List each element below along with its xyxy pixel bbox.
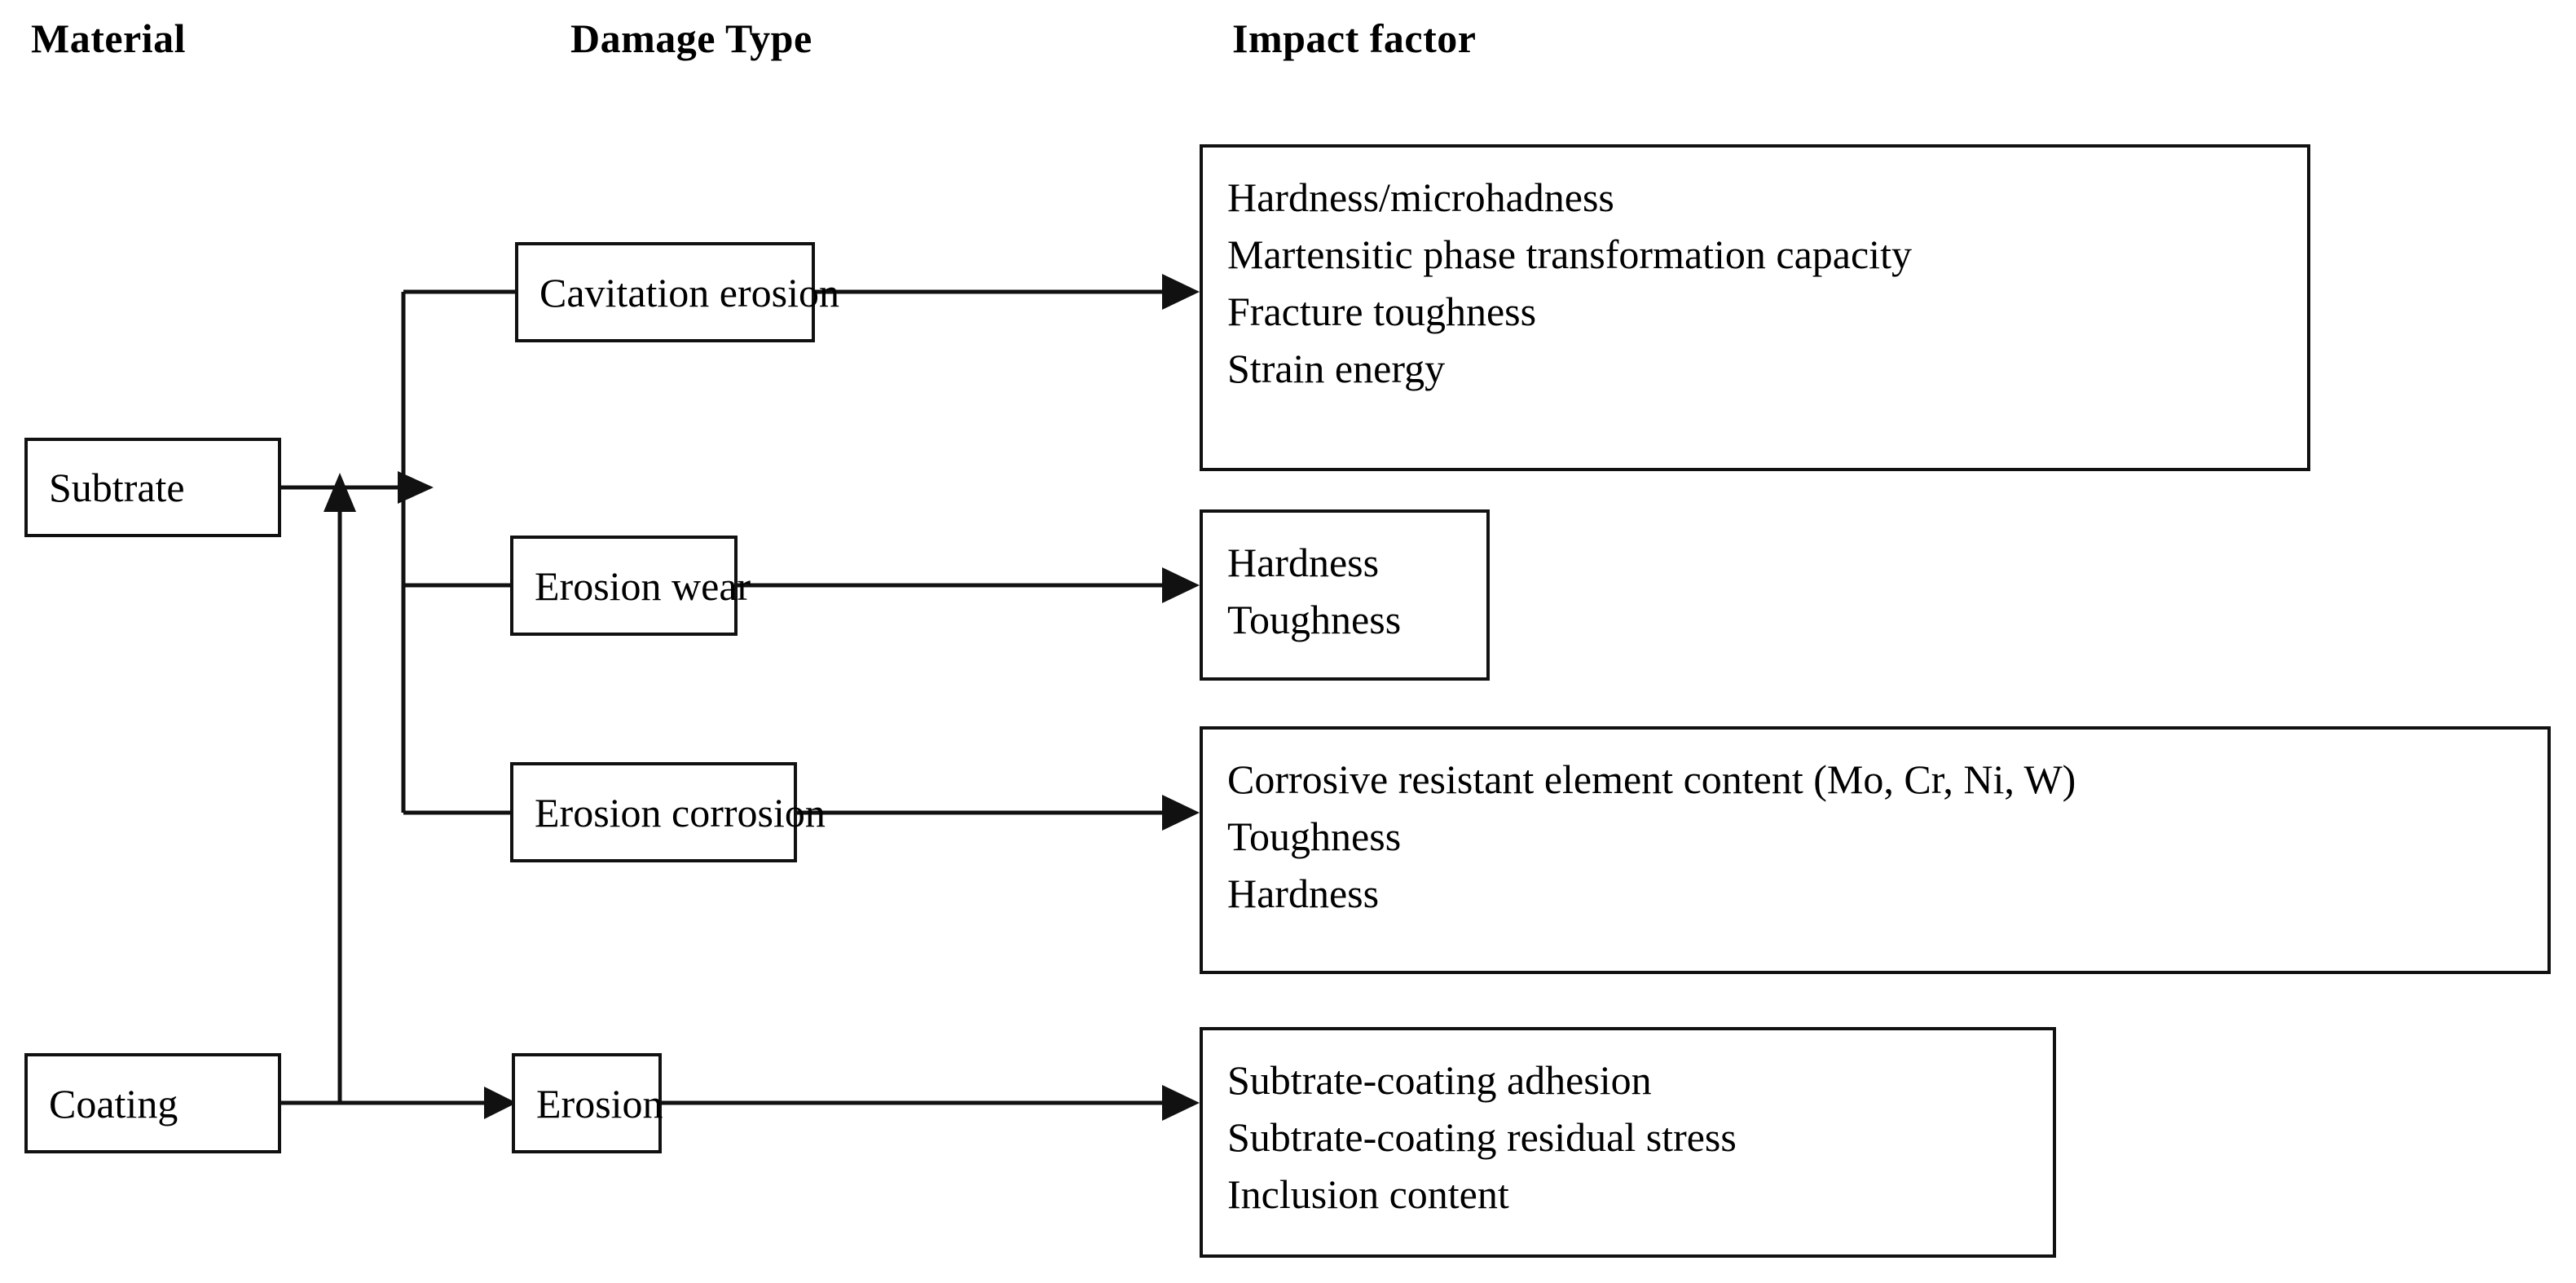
node-erosion-corrosion[interactable]: Erosion corrosion <box>510 762 826 862</box>
impact-factor-line: Subtrate-coating residual stress <box>1227 1114 1737 1160</box>
node-erosion[interactable]: Erosion <box>512 1053 663 1153</box>
column-header-material: Material <box>31 15 187 61</box>
node-erosion-wear[interactable]: Erosion wear <box>510 536 751 636</box>
column-header-impact-factor: Impact factor <box>1232 15 1477 61</box>
impact-factor-line: Subtrate-coating adhesion <box>1227 1057 1652 1103</box>
node-erosion-corrosion-label: Erosion corrosion <box>535 789 826 835</box>
arrowhead-coating-riser <box>324 473 356 512</box>
impact-factor-box-erosion: Subtrate-coating adhesion Subtrate-coati… <box>1200 1027 2056 1258</box>
column-header-damage-type: Damage Type <box>570 15 812 61</box>
impact-factor-line: Toughness <box>1227 597 1402 642</box>
impact-factor-line: Hardness <box>1227 871 1380 916</box>
node-cavitation-erosion-label: Cavitation erosion <box>539 269 839 315</box>
impact-factor-line: Toughness <box>1227 813 1402 859</box>
node-cavitation-erosion[interactable]: Cavitation erosion <box>515 242 839 342</box>
impact-factor-line: Hardness <box>1227 540 1380 585</box>
impact-factor-box-cavitation-erosion: Hardness/microhadness Martensitic phase … <box>1200 144 2310 471</box>
node-substrate-label: Subtrate <box>49 465 185 510</box>
arrowhead-substrate-to-trunk <box>398 471 434 504</box>
impact-factor-line: Inclusion content <box>1227 1171 1509 1217</box>
impact-factor-line: Corrosive resistant element content (Mo,… <box>1227 756 2076 802</box>
impact-factor-line: Fracture toughness <box>1227 289 1537 334</box>
node-coating[interactable]: Coating <box>24 1053 281 1153</box>
impact-factor-line: Strain energy <box>1227 346 1446 391</box>
arrowhead-erosion-corrosion-to-factors <box>1162 795 1200 831</box>
arrowhead-erosion-wear-to-factors <box>1162 567 1200 603</box>
arrowhead-erosion-to-factors <box>1162 1085 1200 1121</box>
arrowhead-cavitation-erosion-to-factors <box>1162 274 1200 310</box>
node-substrate[interactable]: Subtrate <box>24 438 281 537</box>
node-coating-label: Coating <box>49 1080 178 1126</box>
node-erosion-label: Erosion <box>536 1080 663 1126</box>
impact-factor-box-erosion-wear: Hardness Toughness <box>1200 509 1490 681</box>
impact-factor-box-erosion-corrosion: Corrosive resistant element content (Mo,… <box>1200 726 2551 974</box>
node-erosion-wear-label: Erosion wear <box>535 562 751 609</box>
impact-factor-line: Hardness/microhadness <box>1227 174 1614 220</box>
impact-factor-line: Martensitic phase transformation capacit… <box>1227 231 1912 277</box>
